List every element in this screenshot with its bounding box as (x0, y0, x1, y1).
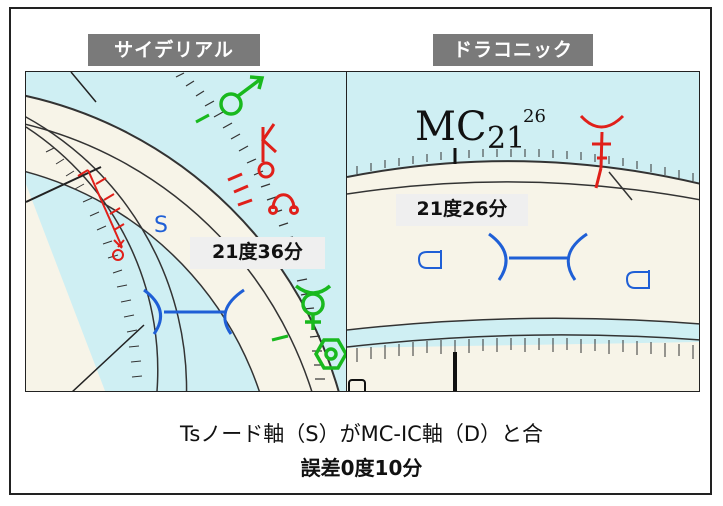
conjunction-caption: Tsノード軸（S）がMC-IC軸（D）と合 (179, 422, 543, 446)
sidereal-angle-label: 21度36分 (190, 237, 325, 269)
draconic-angle-label: 21度26分 (396, 194, 528, 226)
lower-degree-ticks (356, 338, 694, 362)
upper-degree-ticks (356, 149, 694, 181)
mc-label: MC (415, 104, 487, 150)
ceres-glyph-icon (294, 284, 332, 330)
opposition-axis-icon (143, 288, 245, 335)
node-glyph-icon (268, 193, 299, 215)
juno-glyph-icon (313, 338, 346, 370)
mc-minute: 26 (523, 106, 546, 127)
axis-letter-s: S (154, 213, 168, 238)
planet-marker-ticks (227, 172, 253, 207)
sidereal-chart-svg: S (26, 72, 346, 391)
axis-letter-d-icon (417, 250, 650, 289)
chiron-glyph-icon (257, 123, 278, 179)
mc-degree: 21 (487, 121, 525, 156)
draconic-chart-svg: MC 21 26 (347, 104, 699, 391)
draconic-title-tab: ドラコニック (433, 34, 593, 66)
orb-caption: 誤差0度10分 (300, 456, 423, 480)
ts-node-glyph-icon (77, 169, 125, 261)
ts-node-glyph-icon (579, 114, 625, 189)
sidereal-chart-panel: S (25, 71, 347, 392)
draconic-chart-panel: MC 21 26 (346, 71, 700, 392)
mars-glyph-icon (219, 75, 265, 116)
sidereal-title-tab: サイデリアル (88, 34, 260, 66)
opposition-axis-icon (488, 232, 588, 281)
